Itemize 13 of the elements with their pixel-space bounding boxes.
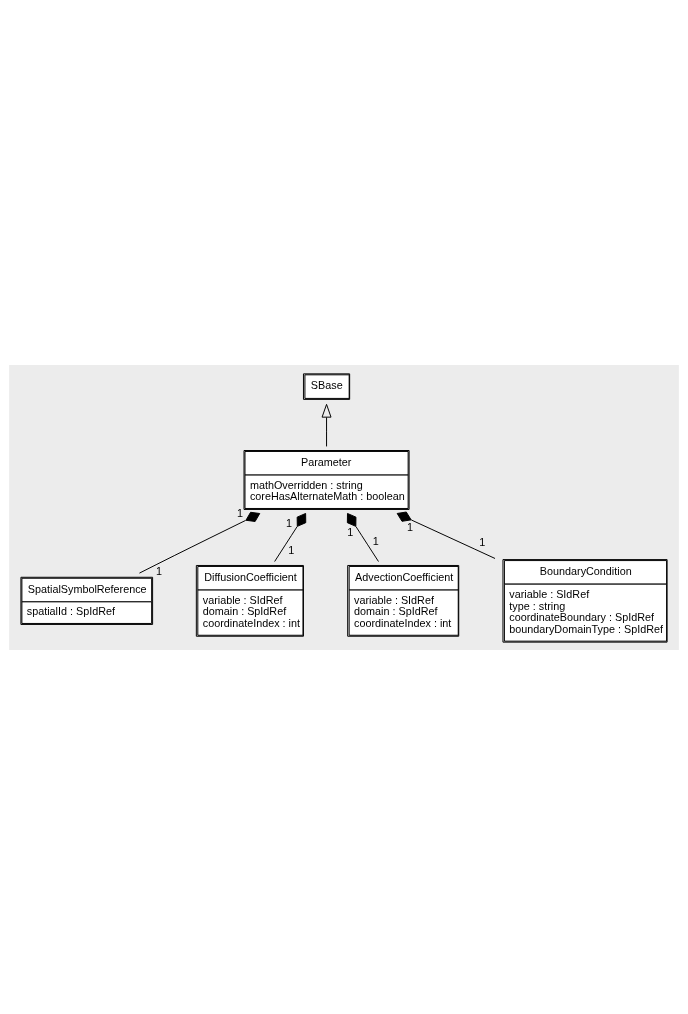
label: 1 — [288, 543, 295, 556]
connector — [138, 511, 261, 574]
label: 1 — [237, 506, 244, 519]
connector — [396, 511, 496, 559]
connector — [346, 512, 379, 562]
connector — [274, 512, 307, 562]
label: 1 — [406, 520, 413, 533]
arrow — [321, 403, 332, 447]
label: 1 — [156, 564, 163, 577]
label: 1 — [347, 525, 354, 538]
label: 1 — [479, 535, 486, 548]
label: 1 — [285, 516, 292, 529]
label: 1 — [372, 534, 379, 547]
